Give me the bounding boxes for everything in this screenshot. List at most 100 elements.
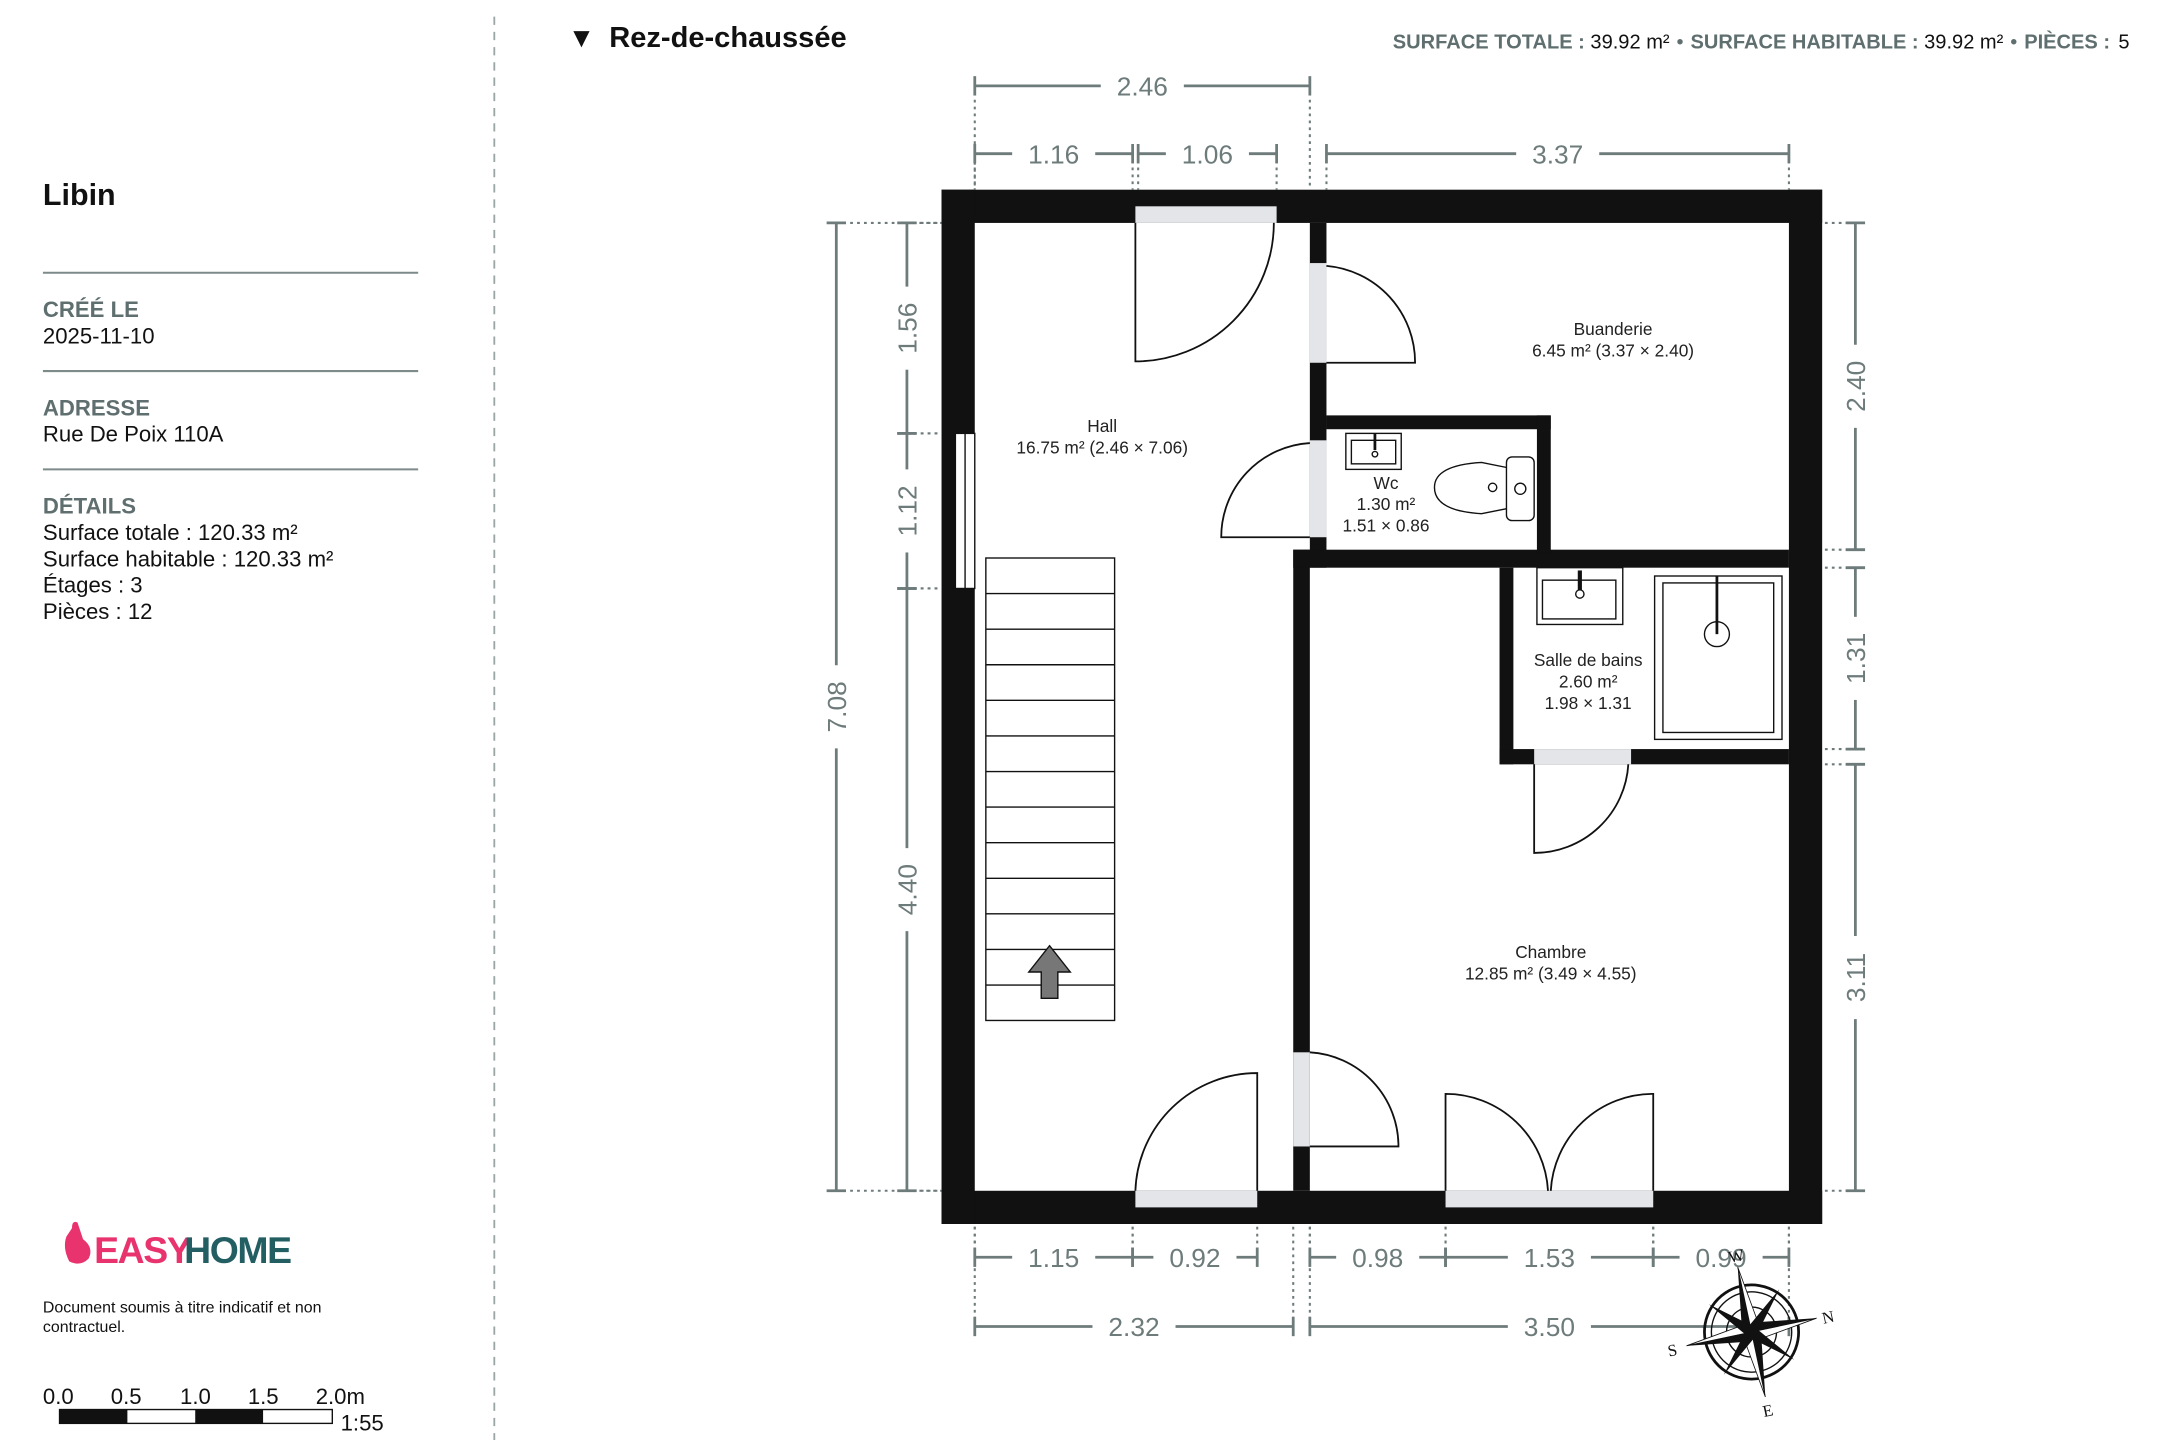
door-opening (1293, 1052, 1310, 1147)
floor-title[interactable]: Rez-de-chaussée (609, 22, 846, 54)
dimension-line: 2.32 (973, 1224, 1295, 1342)
scale-tick: 0.5 (111, 1384, 142, 1409)
dimension-label: 1.16 (1028, 139, 1079, 169)
stat-value: 39.92 m² (1590, 31, 1669, 53)
dimension-line: 2.46 (973, 72, 1312, 190)
dimension-line: 1.12 (893, 432, 942, 590)
compass-n: N (1820, 1307, 1836, 1328)
sidebar: Libin CRÉÉ LE 2025-11-10 ADRESSE Rue De … (43, 178, 419, 1435)
dimension-line: 3.11 (1822, 762, 1871, 1193)
dimension-line: 4.40 (893, 587, 942, 1193)
dimension-line: 0.99 (1651, 1224, 1791, 1273)
dimension-label: 4.40 (893, 864, 923, 915)
wall (1788, 189, 1823, 1225)
dimension-label: 1.31 (1841, 633, 1871, 684)
dimension-line: 7.08 (822, 221, 942, 1193)
compass-rose-icon: N S E W (1666, 1245, 1836, 1421)
detail-living-surface: Surface habitable : 120.33 m² (43, 546, 333, 571)
door-opening (1135, 1190, 1258, 1208)
stat-value: 39.92 m² (1924, 31, 2003, 53)
dimension-line: 1.15 (973, 1224, 1134, 1273)
dimension-label: 2.46 (1117, 72, 1168, 102)
room-label: Hall (1087, 416, 1117, 436)
door-swing (1444, 1092, 1549, 1191)
wall (941, 189, 1823, 223)
compass-e: E (1761, 1400, 1775, 1421)
room-label: 12.85 m² (3.49 × 4.55) (1465, 964, 1637, 984)
compass-w: W (1727, 1245, 1747, 1267)
door-swing (1309, 1051, 1400, 1148)
floor-header[interactable]: ▼ Rez-de-chaussée (568, 22, 847, 54)
stat-separator: • (1677, 31, 1684, 53)
dimension-line: 1.53 (1444, 1224, 1655, 1273)
scale-ratio: 1:55 (341, 1410, 384, 1435)
stat-separator: • (2010, 31, 2017, 53)
scale-tick: 2.0m (316, 1384, 365, 1409)
toilet-icon (1433, 456, 1535, 522)
room-label: 1.98 × 1.31 (1545, 693, 1632, 713)
dimension-line: 1.06 (1136, 139, 1278, 190)
dimension-line: 1.31 (1822, 566, 1871, 751)
staircase (985, 557, 1116, 1022)
door-opening (1445, 1190, 1654, 1208)
room-label: 1.51 × 0.86 (1342, 516, 1429, 536)
dimension-label: 7.08 (822, 681, 852, 732)
details-label: DÉTAILS (43, 494, 136, 519)
dimension-label: 2.40 (1841, 361, 1871, 412)
hand-icon (64, 1221, 91, 1264)
logo-easy: EASY (94, 1229, 192, 1271)
compass-s: S (1666, 1340, 1679, 1361)
wall (941, 1190, 1823, 1224)
logo-home: HOME (184, 1229, 291, 1271)
dimension-line: 0.92 (1131, 1224, 1259, 1273)
dimension-line: 2.40 (1822, 221, 1871, 552)
stat-label: PIÈCES : (2024, 30, 2110, 53)
door-swing (1134, 222, 1275, 363)
dimension-line: 3.37 (1325, 139, 1791, 190)
door-opening (1534, 749, 1632, 765)
wc-sink-icon (1345, 432, 1402, 471)
detail-rooms: Pièces : 12 (43, 599, 153, 624)
dimension-label: 1.56 (893, 303, 923, 354)
scale-tick: 1.0 (180, 1384, 211, 1409)
disclaimer-line2: contractuel. (43, 1319, 125, 1336)
wall (1499, 567, 1514, 765)
dimension-line: 3.50 (1308, 1224, 1791, 1342)
disclaimer-line1: Document soumis à titre indicatif et non (43, 1300, 322, 1317)
room-label: 16.75 m² (2.46 × 7.06) (1016, 437, 1188, 457)
detail-floors: Étages : 3 (43, 573, 143, 598)
wall (1536, 415, 1551, 554)
floor-stats: SURFACE TOTALE :39.92 m²•SURFACE HABITAB… (1393, 30, 2130, 53)
address-label: ADRESSE (43, 395, 150, 420)
stair-up-arrow-icon (1027, 944, 1072, 999)
bath-sink-icon (1536, 567, 1624, 626)
shower-icon (1653, 575, 1783, 741)
created-value: 2025-11-10 (43, 323, 155, 348)
collapse-triangle-icon[interactable]: ▼ (568, 22, 595, 53)
door-opening (1309, 440, 1327, 538)
dimension-line: 1.16 (973, 139, 1134, 190)
door-swing (1134, 1072, 1259, 1191)
dimension-label: 3.37 (1532, 139, 1583, 169)
room-label: 6.45 m² (3.37 × 2.40) (1532, 341, 1694, 361)
wall (941, 189, 975, 1225)
scale-bar: 0.0 0.5 1.0 1.5 2.0m 1:55 (43, 1384, 384, 1435)
dimension-label: 1.15 (1028, 1243, 1079, 1273)
city-title: Libin (43, 178, 116, 212)
dimension-label: 0.98 (1352, 1243, 1403, 1273)
room-label: Salle de bains (1534, 650, 1643, 670)
room-label: 2.60 m² (1559, 671, 1618, 691)
door-swing (1220, 442, 1310, 539)
door-opening (1135, 206, 1277, 223)
door-opening (1309, 263, 1327, 363)
door-swing (1549, 1092, 1655, 1191)
wall (1293, 549, 1789, 568)
stat-label: SURFACE TOTALE : (1393, 31, 1585, 53)
dimension-label: 1.12 (893, 485, 923, 536)
detail-total-surface: Surface totale : 120.33 m² (43, 520, 298, 545)
dimension-label: 1.53 (1524, 1243, 1575, 1273)
easyhome-logo: EASY HOME (64, 1221, 293, 1271)
dimension-line: 1.56 (893, 221, 942, 435)
